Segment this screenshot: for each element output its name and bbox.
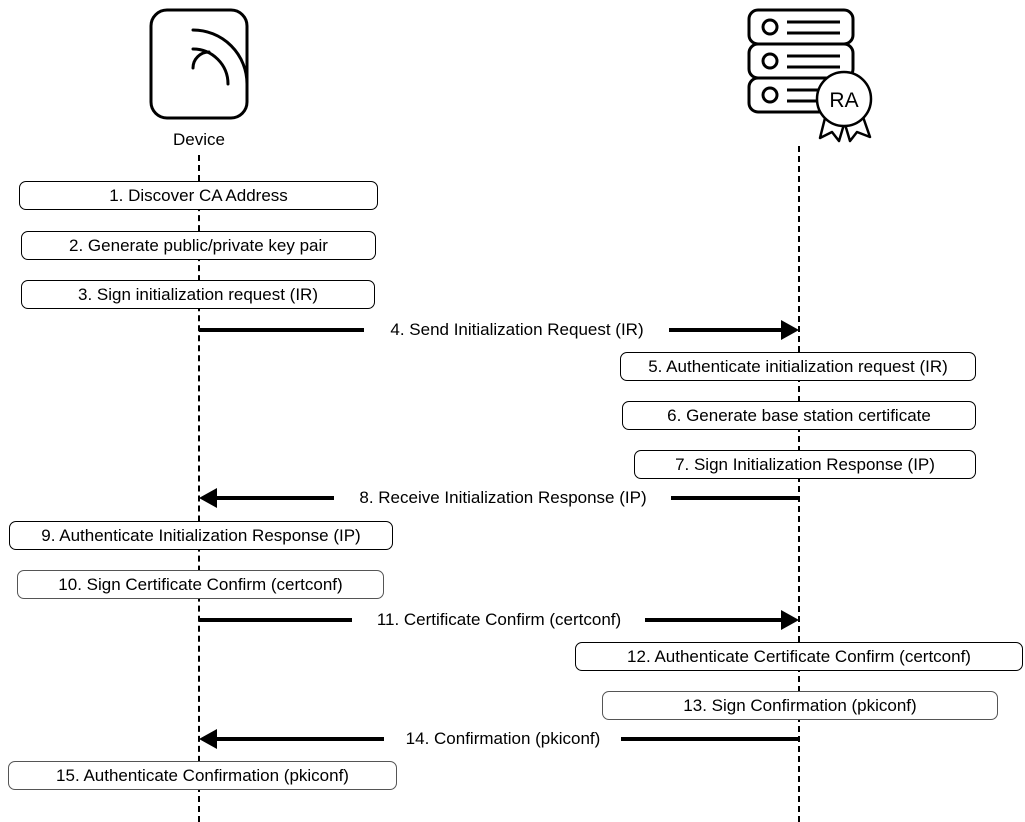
lifeline-ra — [798, 146, 800, 822]
message-4-line — [199, 328, 364, 332]
step-box-9: 9. Authenticate Initialization Response … — [9, 521, 393, 550]
step-box-12: 12. Authenticate Certificate Confirm (ce… — [575, 642, 1023, 671]
step-box-7: 7. Sign Initialization Response (IP) — [634, 450, 976, 479]
wireless-device-icon — [149, 8, 249, 120]
message-4: 4. Send Initialization Request (IR) — [199, 317, 799, 343]
actor-label-device: Device — [173, 130, 225, 149]
message-8-line-2 — [671, 496, 799, 500]
step-box-5: 5. Authenticate initialization request (… — [620, 352, 976, 381]
ra-ribbon-badge-icon: RA — [815, 70, 873, 143]
server-rack-certificate-icon: RA — [747, 8, 873, 143]
step-box-1: 1. Discover CA Address — [19, 181, 378, 210]
message-11-arrowhead-icon — [781, 610, 799, 630]
step-box-1-label: 1. Discover CA Address — [109, 186, 288, 205]
message-14-line — [216, 737, 384, 741]
step-box-13-label: 13. Sign Confirmation (pkiconf) — [683, 696, 917, 715]
step-box-9-label: 9. Authenticate Initialization Response … — [41, 526, 361, 545]
message-4-arrowhead-icon — [781, 320, 799, 340]
step-box-3-label: 3. Sign initialization request (IR) — [77, 285, 318, 304]
step-box-6: 6. Generate base station certificate — [622, 401, 976, 430]
device-icon — [149, 8, 249, 120]
message-8-arrowhead-icon — [199, 488, 217, 508]
message-4-line-2 — [669, 328, 781, 332]
message-11: 11. Certificate Confirm (certconf) — [199, 607, 799, 633]
message-11-line — [199, 618, 352, 622]
message-8: 8. Receive Initialization Response (IP) — [199, 485, 799, 511]
step-box-5-label: 5. Authenticate initialization request (… — [648, 357, 948, 376]
message-14-label: 14. Confirmation (pkiconf) — [385, 726, 621, 752]
step-box-15-label: 15. Authenticate Confirmation (pkiconf) — [56, 766, 349, 785]
step-box-6-label: 6. Generate base station certificate — [667, 406, 931, 425]
message-11-label: 11. Certificate Confirm (certconf) — [355, 607, 643, 633]
step-box-10: 10. Sign Certificate Confirm (certconf) — [17, 570, 384, 599]
message-14: 14. Confirmation (pkiconf) — [199, 726, 799, 752]
ra-icon: RA — [740, 4, 880, 144]
message-14-line-2 — [621, 737, 799, 741]
step-box-12-label: 12. Authenticate Certificate Confirm (ce… — [627, 647, 971, 666]
message-4-label: 4. Send Initialization Request (IR) — [367, 317, 667, 343]
step-box-3: 3. Sign initialization request (IR) — [21, 280, 375, 309]
step-box-15: 15. Authenticate Confirmation (pkiconf) — [8, 761, 397, 790]
message-11-line-2 — [645, 618, 781, 622]
step-box-2: 2. Generate public/private key pair — [21, 231, 376, 260]
message-8-label: 8. Receive Initialization Response (IP) — [335, 485, 671, 511]
step-box-13: 13. Sign Confirmation (pkiconf) — [602, 691, 998, 720]
step-box-10-label: 10. Sign Certificate Confirm (certconf) — [58, 575, 343, 594]
svg-text:RA: RA — [829, 89, 858, 112]
step-box-7-label: 7. Sign Initialization Response (IP) — [675, 455, 935, 474]
step-box-2-label: 2. Generate public/private key pair — [69, 236, 328, 255]
message-14-arrowhead-icon — [199, 729, 217, 749]
message-8-line — [216, 496, 334, 500]
